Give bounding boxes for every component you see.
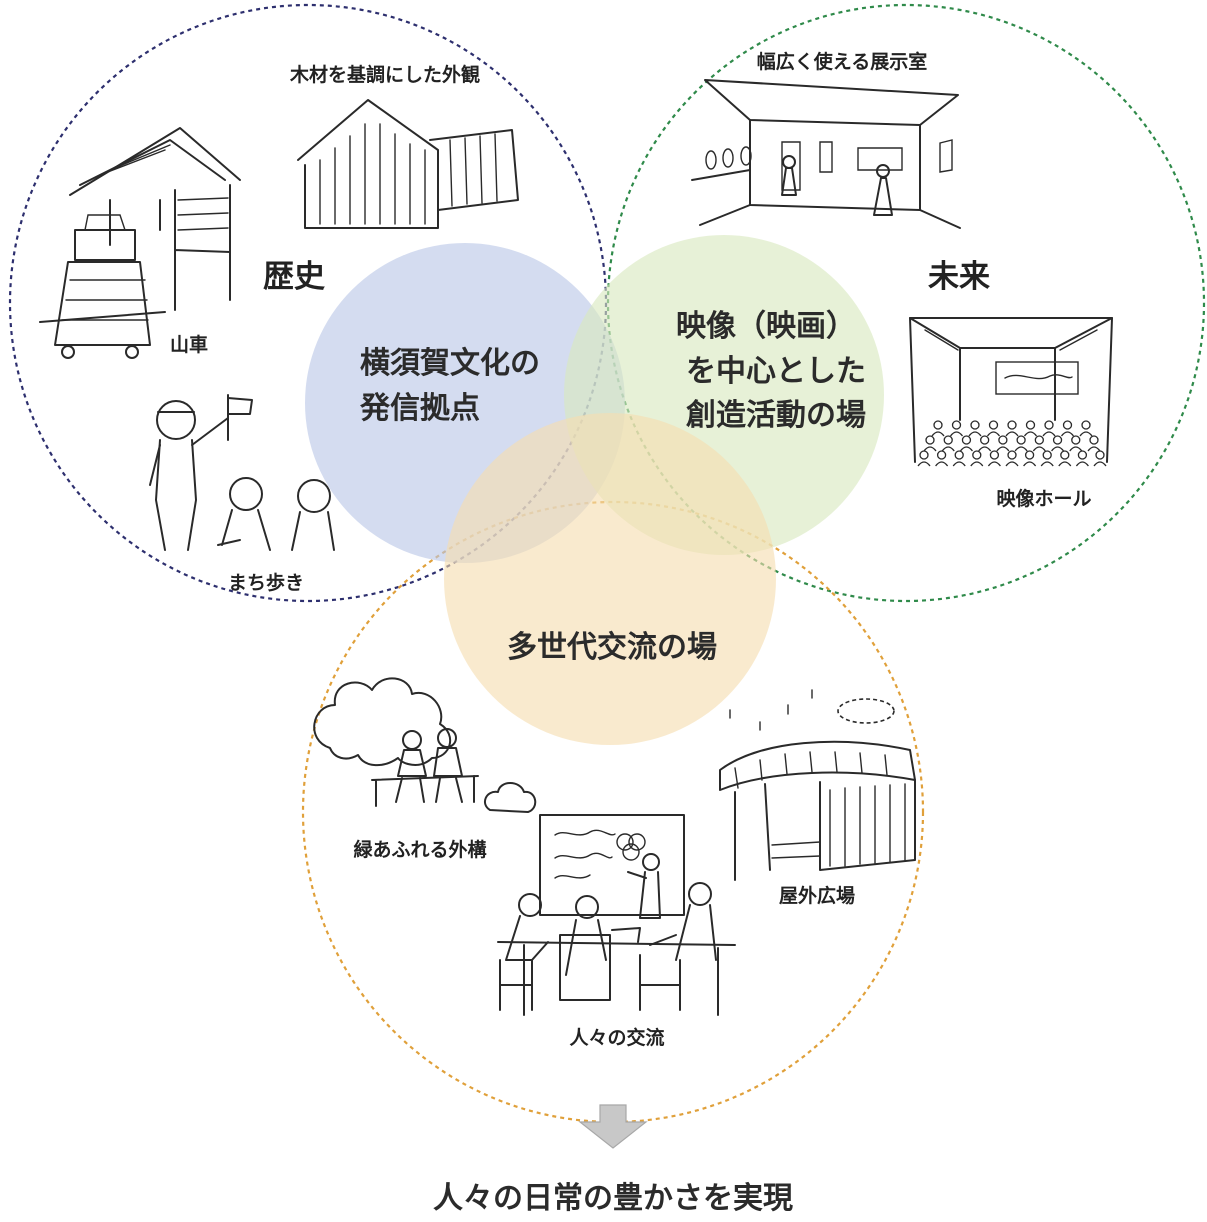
audience-head [1007, 420, 1017, 430]
audience-body [1060, 431, 1075, 437]
cinema-text-line2: を中心とした [686, 354, 866, 389]
audience-body [1093, 461, 1107, 467]
audience-body [1058, 461, 1072, 467]
float-sketch [39, 214, 166, 359]
down-arrow-icon [578, 1104, 648, 1149]
wood-exterior-label: 木材を基調にした外観 [289, 63, 480, 86]
audience-body [949, 431, 964, 437]
audience-head [933, 420, 943, 430]
audience-body [986, 431, 1001, 437]
audience-head [1060, 450, 1070, 460]
green-exterior-label: 緑あふれる外構 [353, 838, 486, 861]
film-hall-label: 映像ホール [996, 487, 1091, 510]
audience-body [959, 446, 973, 452]
audience-body [970, 461, 984, 467]
audience-body [1023, 461, 1037, 467]
outdoor-plaza-label: 屋外広場 [779, 884, 855, 907]
town-walk-sketch [149, 394, 335, 551]
audience-head [1016, 435, 1026, 445]
audience-body [931, 431, 945, 437]
audience-head [1007, 450, 1017, 460]
future-ring [606, 3, 1206, 603]
audience-body [935, 461, 949, 467]
audience-head [1024, 450, 1035, 460]
audience-body [1075, 461, 1089, 467]
audience-body [968, 431, 982, 437]
audience-head [970, 420, 980, 430]
culture-text-line1: 横須賀文化の [360, 346, 540, 381]
audience-sketch [917, 420, 1107, 467]
exchange-ring [301, 500, 925, 1124]
audience-head [1052, 435, 1063, 445]
exchange-circle [444, 413, 776, 745]
town-walk-label: まち歩き [228, 571, 304, 594]
audience-body [1023, 431, 1038, 437]
people-exchange-sketch [497, 814, 736, 1016]
wood-building-sketch [297, 99, 519, 229]
audience-body [1087, 446, 1101, 452]
audience-head [980, 435, 990, 445]
audience-head [1071, 435, 1081, 445]
audience-body [1014, 446, 1028, 452]
gate-sketch [69, 127, 241, 311]
future-title: 未来 [928, 259, 990, 295]
conclusion-text: 人々の日常の豊かさを実現 [433, 1181, 793, 1216]
exchange-text: 多世代交流の場 [507, 630, 717, 665]
audience-head [1034, 435, 1044, 445]
audience-body [952, 461, 966, 467]
audience-head [1095, 450, 1105, 460]
audience-body [1042, 431, 1056, 437]
audience-head [1077, 450, 1088, 460]
float-label: 山車 [170, 333, 208, 356]
audience-body [941, 446, 955, 452]
audience-body [1079, 431, 1093, 437]
audience-head [989, 450, 1000, 460]
audience-head [951, 420, 962, 430]
audience-head [1081, 420, 1091, 430]
audience-head [998, 435, 1008, 445]
audience-head [954, 450, 964, 460]
cinema-text-line3: 創造活動の場 [686, 398, 866, 433]
audience-head [988, 420, 999, 430]
audience-body [978, 446, 992, 452]
audience-body [1032, 446, 1046, 452]
audience-head [943, 435, 953, 445]
film-hall-sketch [909, 317, 1113, 463]
audience-head [1044, 420, 1054, 430]
audience-body [1051, 446, 1065, 452]
audience-body [1005, 431, 1019, 437]
audience-body [1040, 461, 1054, 467]
audience-head [1042, 450, 1052, 460]
audience-body [917, 461, 931, 467]
green-exterior-sketch [313, 677, 537, 813]
audience-head [925, 435, 935, 445]
audience-body [1005, 461, 1019, 467]
audience-head [1025, 420, 1036, 430]
history-title: 歴史 [263, 259, 325, 295]
exhibition-room-sketch [691, 79, 961, 229]
exhibition-room-label: 幅広く使える展示室 [757, 50, 927, 73]
audience-body [1069, 446, 1083, 452]
audience-head [919, 450, 929, 460]
cinema-text-line1: 映像（映画） [676, 309, 856, 344]
audience-head [961, 435, 972, 445]
audience-head [972, 450, 982, 460]
audience-head [1062, 420, 1073, 430]
audience-body [996, 446, 1010, 452]
audience-body [987, 461, 1001, 467]
people-exchange-label: 人々の交流 [569, 1026, 664, 1049]
audience-head [936, 450, 947, 460]
audience-head [1089, 435, 1099, 445]
outdoor-plaza-sketch [719, 689, 916, 881]
culture-text-line2: 発信拠点 [359, 391, 480, 426]
audience-body [923, 446, 937, 452]
